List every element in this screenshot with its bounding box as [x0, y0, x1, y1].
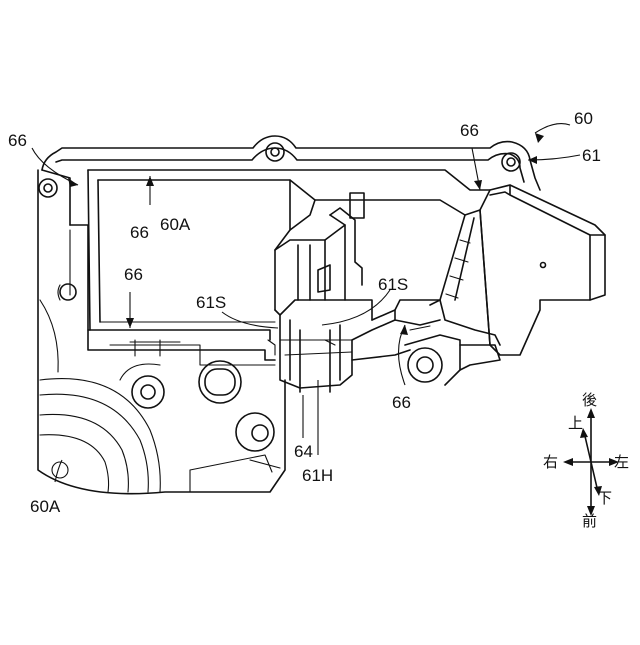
label-66-inner-mid: 66 — [124, 265, 143, 284]
label-60: 60 — [574, 109, 593, 128]
label-61H: 61H — [302, 466, 333, 485]
dir-down: 下 — [597, 490, 612, 507]
harness-clip-64 — [268, 193, 372, 392]
inner-recess-60A — [88, 170, 490, 360]
dir-front: 前 — [582, 513, 597, 530]
label-66-bottom-right: 66 — [392, 393, 411, 412]
label-60A-bottom: 60A — [30, 497, 61, 516]
label-61S-right: 61S — [378, 275, 408, 294]
label-66-top-left: 66 — [8, 131, 27, 150]
label-66-top-right: 66 — [460, 121, 479, 140]
dir-rear: 後 — [582, 392, 597, 409]
label-61: 61 — [582, 146, 601, 165]
direction-compass: 後 上 右 左 下 前 — [543, 392, 629, 530]
dir-right: 右 — [543, 454, 558, 471]
label-60A-inner: 60A — [160, 215, 191, 234]
label-61S-left: 61S — [196, 293, 226, 312]
label-66-inner-top: 66 — [130, 223, 149, 242]
dir-up: 上 — [568, 415, 583, 432]
cover-flange-60 — [39, 136, 540, 340]
dir-left: 左 — [614, 454, 629, 471]
label-64: 64 — [294, 442, 313, 461]
